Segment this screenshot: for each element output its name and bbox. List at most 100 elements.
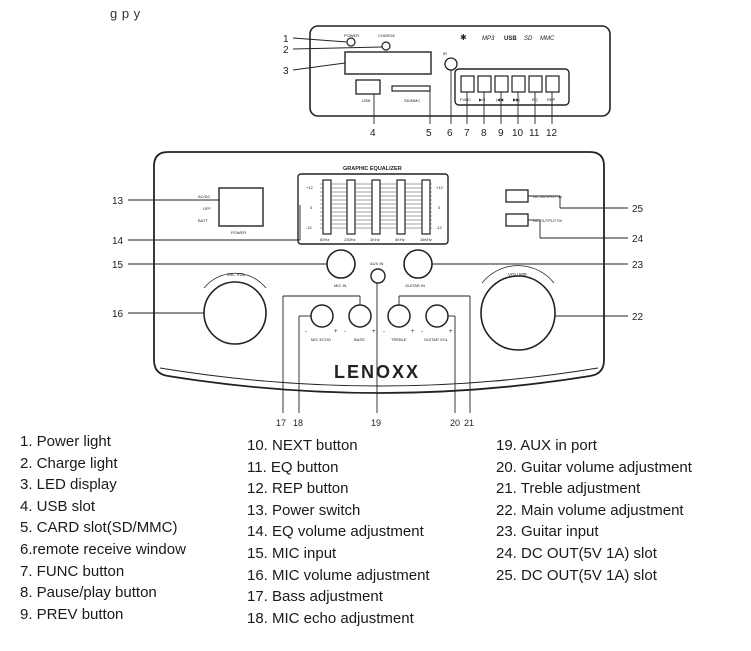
callout-5: 5 [426,128,432,139]
legend-item-11: 11. EQ button [247,458,339,476]
mic-vol-label: MIC VOL [227,272,246,277]
eq-slider-16khz[interactable] [421,179,431,235]
svg-text:-: - [344,329,346,335]
eq-band-1khz: 1KHz [370,237,380,242]
cropped-header-fragment: g p y [110,6,141,21]
legend-item-7: 7. FUNC button [20,562,125,580]
usb-label: USB [362,98,371,103]
eq-band-230hz: 230Hz [344,237,356,242]
knob-plus-minus-marks: -+ -+ -+ -+ [305,329,453,335]
play-pause-button[interactable] [477,75,492,93]
button-panel [454,68,570,106]
rep-button[interactable] [545,75,560,93]
legend-item-15: 15. MIC input [247,544,337,562]
callout-16: 16 [112,309,124,320]
aux-in-label: AUX IN [370,261,383,266]
legend-item-21: 21. Treble adjustment [496,480,641,498]
switch-label-acdc: AC/DC [198,194,211,199]
dc-out-port-25[interactable] [505,189,529,203]
legend-item-13: 13. Power switch [247,501,361,519]
main-volume-arc [481,265,555,284]
prev-button[interactable] [494,75,509,93]
guitar-input-jack[interactable] [403,249,433,279]
top-callout-lines [292,37,553,124]
callout-13: 13 [112,196,124,207]
eq-title: GRAPHIC EQUALIZER [343,166,402,172]
power-switch-caption: POWER [231,230,246,235]
logo-sd: SD [524,36,533,42]
svg-text:-: - [305,329,307,335]
legend-item-3: 3. LED display [20,476,117,494]
legend-item-25: 25. DC OUT(5V 1A) slot [496,566,657,584]
svg-text:+: + [411,329,415,335]
callout-18: 18 [293,418,303,428]
dc-out-label-24: DC OUTPUT 5V [533,218,563,223]
card-slot[interactable] [391,85,431,92]
callout-17: 17 [276,418,286,428]
callout-4: 4 [370,128,376,139]
eq-band-4khz: 4KHz [395,237,405,242]
svg-text:+: + [334,329,338,335]
callout-11: 11 [529,128,540,139]
callout-10: 10 [512,128,524,139]
legend-item-12: 12. REP button [247,480,349,498]
main-volume-knob[interactable] [480,275,556,351]
bottom-callout-lines [282,283,471,413]
side-callout-lines [128,195,628,317]
dc-out-port-24[interactable] [505,213,529,227]
callout-14: 14 [112,236,124,247]
legend-item-5: 5. CARD slot(SD/MMC) [20,519,178,537]
legend-item-14: 14. EQ volume adjustment [247,523,424,541]
logo-mp3: MP3 [482,36,495,42]
legend-column-1: 1. Power light 2. Charge light 3. LED di… [20,431,186,625]
callout-24: 24 [632,234,644,245]
eq-scale-bottom-right: -12 [436,225,443,230]
play-button-label: ▶/II [479,97,485,102]
legend-column-3: 19. AUX in port 20. Guitar volume adjust… [496,435,692,586]
eq-slider-1khz[interactable] [371,179,381,235]
treble-label: TREBLE [391,337,407,342]
legend-item-16: 16. MIC volume adjustment [247,566,430,584]
callout-7: 7 [464,128,470,139]
svg-text:-: - [383,329,385,335]
power-switch[interactable] [218,187,264,227]
usb-slot[interactable] [355,79,381,95]
legend-item-4: 4. USB slot [20,497,96,515]
mic-echo-knob[interactable] [310,304,334,328]
func-button[interactable] [460,75,475,93]
callout-9: 9 [498,128,504,139]
eq-band-60hz: 60Hz [320,237,329,242]
legend-item-20: 20. Guitar volume adjustment [496,458,692,476]
eq-slider-230hz[interactable] [346,179,356,235]
mic-volume-knob[interactable] [203,281,267,345]
mic-echo-label: MIC ECHO [311,337,331,342]
mic-input-jack[interactable] [326,249,356,279]
aux-in-port[interactable] [370,268,386,284]
svg-text:+: + [372,329,376,335]
callout-21: 21 [464,418,474,428]
eq-scale-top-left: +12 [306,185,314,190]
legend-item-8: 8. Pause/play button [20,584,157,602]
power-light-label: POWER [344,33,359,38]
lower-panel-inner-curve [159,367,599,387]
eq-slider-4khz[interactable] [396,179,406,235]
legend-item-22: 22. Main volume adjustment [496,501,684,519]
callout-15: 15 [112,260,124,271]
charge-light [381,41,391,51]
treble-knob[interactable] [387,304,411,328]
svg-text:+: + [449,329,453,335]
bass-knob[interactable] [348,304,372,328]
legend-item-17: 17. Bass adjustment [247,588,383,606]
guitar-in-label: GUITAR IN [405,283,425,288]
legend-item-9: 9. PREV button [20,605,124,623]
next-button[interactable] [511,75,526,93]
charge-light-label: CHARGE [378,33,395,38]
legend-item-24: 24. DC OUT(5V 1A) slot [496,544,657,562]
callout-6: 6 [447,128,453,139]
callout-2: 2 [283,45,289,56]
eq-button[interactable] [528,75,543,93]
guitar-vol-knob[interactable] [425,304,449,328]
brand-logo: LENOXX [334,362,420,382]
legend-item-19: 19. AUX in port [496,437,597,454]
eq-slider-60hz[interactable] [322,179,332,235]
